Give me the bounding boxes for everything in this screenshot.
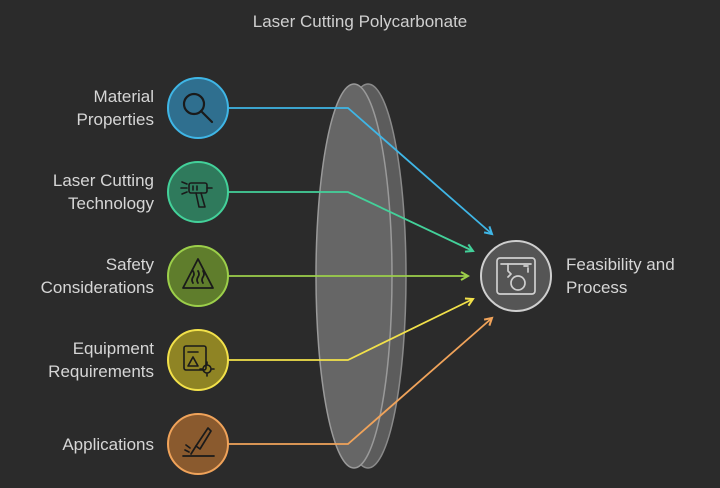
blueprint-gear-icon	[183, 345, 215, 377]
cutting-knife-icon	[182, 427, 215, 457]
connector-applications	[228, 318, 492, 445]
node-material-properties	[167, 77, 229, 139]
connector-equipment-requirements	[228, 299, 473, 361]
laser-gun-icon	[180, 181, 213, 208]
input-label-applications: Applications	[62, 435, 154, 454]
connectors	[228, 107, 492, 445]
laser-cutter-machine-icon	[496, 257, 536, 295]
input-label-material-properties: Material Properties	[76, 87, 154, 129]
output-label-feasibility-and-process: Feasibility and Process	[566, 255, 675, 297]
input-label-equipment-requirements: Equipment Requirements	[48, 339, 154, 381]
connector-material-properties	[228, 107, 492, 234]
hot-surface-warning-icon	[182, 258, 214, 289]
node-equipment-requirements	[167, 329, 229, 391]
input-label-safety-considerations: Safety Considerations	[40, 255, 154, 297]
node-feasibility-and-process	[480, 240, 552, 312]
connector-laser-cutting-technology	[228, 191, 473, 251]
diagram-title: Laser Cutting Polycarbonate	[252, 12, 468, 31]
node-applications	[167, 413, 229, 475]
node-safety-considerations	[167, 245, 229, 307]
input-label-laser-cutting-technology: Laser Cutting Technology	[52, 171, 154, 213]
magnifier-icon	[182, 92, 214, 124]
node-laser-cutting-technology	[167, 161, 229, 223]
